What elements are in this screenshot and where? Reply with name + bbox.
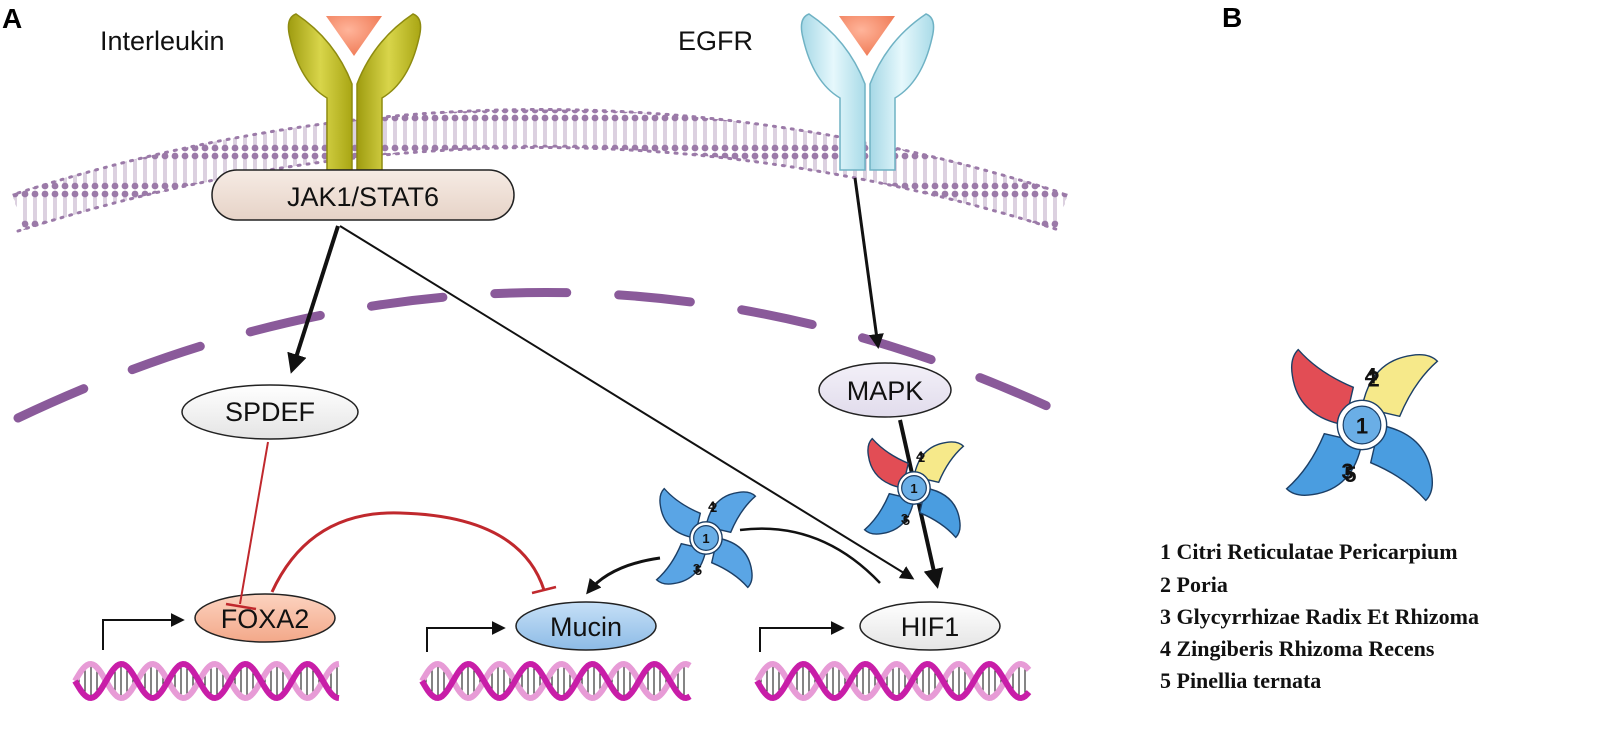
foxa2-label: FOXA2 xyxy=(221,604,310,634)
pinwheel-blade-4 xyxy=(655,542,707,585)
arrow-egfr-to-mapk xyxy=(853,177,884,349)
pinwheel-blade-5 xyxy=(867,437,910,489)
pinwheel-number-3: 3 xyxy=(901,511,908,526)
pinwheel-number-5: 5 xyxy=(1344,462,1356,487)
membrane-inner-beads xyxy=(16,146,1064,233)
pinwheel-blade-4 xyxy=(863,492,915,535)
mapk-label: MAPK xyxy=(847,376,924,406)
mapk-node: MAPK xyxy=(818,362,952,418)
pinwheel-mapk: 2 3 4 5 1 xyxy=(863,437,965,539)
jak1-stat6-label: JAK1/STAT6 xyxy=(287,182,439,212)
panel-a-label: A xyxy=(2,3,22,34)
hif1-label: HIF1 xyxy=(901,612,960,642)
pinwheel-number-1: 1 xyxy=(702,531,709,546)
herb-legend: 1 Citri Reticulatae Pericarpium 2 Poria … xyxy=(1160,539,1479,693)
dna-helix-3 xyxy=(754,660,1032,702)
hif1-node: HIF1 xyxy=(859,601,1001,651)
mucin-label: Mucin xyxy=(550,612,622,642)
interleukin-ligand xyxy=(326,16,382,56)
arrow-jak-to-spdef xyxy=(287,225,340,374)
pinwheel-number-2: 2 xyxy=(1367,366,1379,391)
panel-b-label: B xyxy=(1222,2,1242,33)
promoter-arrow-foxa2 xyxy=(102,613,185,650)
pinwheel-number-4: 4 xyxy=(708,498,716,513)
mucin-node: Mucin xyxy=(515,601,657,651)
interleukin-label: Interleukin xyxy=(100,26,225,56)
pinwheel-number-2: 2 xyxy=(710,500,717,515)
pinwheel-number-5: 5 xyxy=(695,563,702,578)
pinwheel-number-3: 3 xyxy=(1341,459,1353,484)
pinwheel-number-3: 3 xyxy=(693,561,700,576)
pinwheel-hub xyxy=(1342,405,1382,445)
pinwheel-number-1: 1 xyxy=(1356,413,1368,438)
nuclear-envelope xyxy=(13,288,1065,423)
pinwheel-blade-2 xyxy=(913,441,965,484)
pinwheel-number-4: 4 xyxy=(1365,363,1378,388)
interleukin-receptor xyxy=(287,13,422,171)
arrow-jak-to-hif1 xyxy=(339,225,915,580)
arrow-hif1-to-pinwheel xyxy=(739,527,881,584)
dna-helix-2 xyxy=(419,660,692,702)
cell-membrane xyxy=(12,109,1068,231)
dna-helix-1 xyxy=(72,660,340,702)
dna-helices xyxy=(72,660,1032,702)
pinwheel-blade-3 xyxy=(710,537,753,589)
legend-item-5: 5 Pinellia ternata xyxy=(1160,668,1321,693)
pinwheel-hub xyxy=(693,525,719,551)
membrane-outer-beads xyxy=(16,108,1064,195)
spdef-node: SPDEF xyxy=(181,384,359,440)
pinwheel-hub xyxy=(901,475,927,501)
pinwheel-blade-2 xyxy=(705,491,757,534)
pinwheel-number-4: 4 xyxy=(916,448,924,463)
legend-item-3: 3 Glycyrrhizae Radix Et Rhizoma xyxy=(1160,604,1479,629)
spdef-label: SPDEF xyxy=(225,397,315,427)
legend-item-1: 1 Citri Reticulatae Pericarpium xyxy=(1160,539,1458,564)
inhibit-spdef-foxa2 xyxy=(225,441,269,611)
pinwheel-number-5: 5 xyxy=(903,513,910,528)
promoter-arrow-hif1 xyxy=(759,621,845,652)
pinwheel-blade-3 xyxy=(918,487,961,539)
jak1-stat6-node: JAK1/STAT6 xyxy=(211,169,515,221)
egfr-receptor xyxy=(800,13,935,171)
foxa2-node: FOXA2 xyxy=(194,593,336,643)
pinwheel-mucin: 2 3 4 5 1 xyxy=(655,487,757,589)
pinwheel-number-2: 2 xyxy=(918,450,925,465)
egfr-ligand xyxy=(839,16,895,56)
pinwheel-blade-4 xyxy=(1285,432,1363,497)
pinwheel-blade-2 xyxy=(1361,353,1439,418)
legend-item-2: 2 Poria xyxy=(1160,572,1228,597)
pinwheel-legend: 2 3 4 51 xyxy=(1285,348,1439,502)
inhibit-foxa2-mucin xyxy=(270,511,557,595)
promoter-arrow-mucin xyxy=(426,621,506,652)
pinwheel-number-1: 1 xyxy=(910,481,917,496)
arrow-pinwheel-to-mucin xyxy=(586,556,661,595)
pinwheel-blade-3 xyxy=(1369,424,1434,502)
legend-item-4: 4 Zingiberis Rhizoma Recens xyxy=(1160,636,1435,661)
egfr-label: EGFR xyxy=(678,26,753,56)
pinwheel-blade-5 xyxy=(1290,348,1355,426)
pinwheel-blade-5 xyxy=(659,487,702,539)
